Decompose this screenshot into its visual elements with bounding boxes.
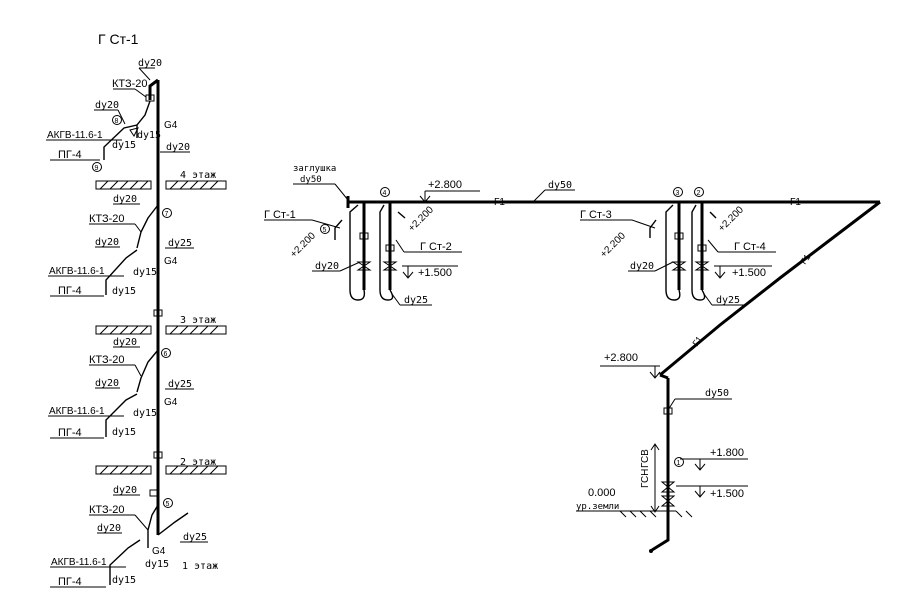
label-kt3-floor3: КТЗ-20 <box>89 213 125 225</box>
pipe-label-dy15-f1b: dy15 <box>112 575 136 586</box>
gas-mark-g1-a: Г1 <box>494 197 505 208</box>
gas-mark-g1-c: Г1 <box>798 252 812 266</box>
riser-pair-st3-st4: 3 2 Г Ст-3 +2.200 +2.200 Г Ст-4 dy20 +1.… <box>580 187 776 306</box>
callout-5-plan: 5 <box>323 227 327 234</box>
pipe-label-dy50-inlet: dy50 <box>705 388 729 399</box>
mark-2200-st2: +2.200 <box>406 204 436 234</box>
callout-7: 7 <box>165 211 169 218</box>
pipe-label-dy15-f1a: dy15 <box>145 559 169 570</box>
callout-4: 4 <box>383 190 387 197</box>
label-plug: заглушка <box>293 164 336 174</box>
label-pg4-floor2: ПГ-4 <box>58 427 82 439</box>
pipe-label-dy20-f4: dy20 <box>95 100 119 111</box>
pipe-label-dy50-header: dy50 <box>548 180 572 191</box>
ground-level: 0.000 ур.земли <box>576 487 693 553</box>
pipe-label-dy15-f2a: dy15 <box>133 408 157 419</box>
pipe-label-dy20-f4b: dy20 <box>166 142 190 153</box>
label-akgv-floor4: АКГВ-11.6-1 <box>47 130 103 141</box>
label-akgv-floor1: АКГВ-11.6-1 <box>51 557 107 568</box>
mark-2200-st3: +2.200 <box>598 230 628 260</box>
pipe-label-dy20-st3: dy20 <box>630 261 654 272</box>
pipe-label-g4-f3: G4 <box>164 256 178 267</box>
label-kt3-floor4: КТЗ-20 <box>112 78 148 90</box>
floor-label-4: 4 этаж <box>180 170 216 181</box>
label-akgv-floor3: АКГВ-11.6-1 <box>49 266 105 277</box>
pipe-label-dy20-top: dy20 <box>138 58 162 69</box>
pipe-label-g4-f1: G4 <box>152 546 166 557</box>
diagonal-supply-pipe <box>659 200 881 377</box>
mark-2800-inlet: +2.800 <box>604 352 638 364</box>
label-kt3-floor2: КТЗ-20 <box>89 354 125 366</box>
pipe-label-dy20-f2a: dy20 <box>113 337 137 348</box>
pipe-label-dy25-st4: dy25 <box>716 295 740 306</box>
callout-5-left: 5 <box>166 501 170 508</box>
pipe-label-dy15-f3b: dy15 <box>112 286 136 297</box>
riser-title: Г Ст-1 <box>98 31 139 47</box>
pipe-label-dy15-f2b: dy15 <box>112 427 136 438</box>
label-riser-st1: Г Ст-1 <box>264 209 296 221</box>
callout-9: 9 <box>95 165 99 172</box>
label-plug-dy50: dy50 <box>300 175 322 185</box>
pipe-label-dy20-f3a: dy20 <box>113 194 137 205</box>
mark-1800: +1.800 <box>710 447 744 459</box>
apartment-group-floor4: КТЗ-20 dy20 dy15 dy15 G4 dy20 АКГВ-11.6-… <box>46 78 190 172</box>
floor-slab-4 <box>95 180 227 190</box>
label-pg4-floor4: ПГ-4 <box>58 149 82 161</box>
floor-label-3: 3 этаж <box>180 315 216 326</box>
pipe-label-dy20-f2b: dy20 <box>95 378 119 389</box>
pipe-label-g4-f4: G4 <box>164 120 178 131</box>
mark-2200-st4: +2.200 <box>716 204 746 234</box>
gas-mark-g1-d: Г1 <box>690 334 704 348</box>
apartment-group-floor2: 6 dy20 КТЗ-20 dy20 dy25 G4 АКГВ-11.6-1 d… <box>48 337 194 459</box>
inlet-valve-assembly: 1 ГСН ГСВ +1.800 +1.500 <box>640 443 748 513</box>
label-gsn: ГСН <box>640 469 651 488</box>
apartment-group-floor3: 7 dy20 КТЗ-20 dy20 dy25 G4 АКГВ-11.6-1 d… <box>48 194 194 317</box>
pipe-label-dy20-f3b: dy20 <box>95 237 119 248</box>
mark-zero: 0.000 <box>588 487 616 499</box>
apartment-group-floor1: dy20 5 КТЗ-20 dy20 dy25 G4 dy15 АКГВ-11.… <box>50 485 208 588</box>
riser-pair-st1-st2: 4 Г Ст-1 5 +2.200 +2.200 Г Ст-2 dy20 +1.… <box>264 187 462 306</box>
pipe-label-dy25-f3: dy25 <box>168 238 192 249</box>
pipe-label-dy20-f1a: dy20 <box>113 485 137 496</box>
label-gsv: ГСВ <box>640 449 651 468</box>
floor-label-1: 1 этаж <box>182 561 218 572</box>
label-kt3-floor1: КТЗ-20 <box>89 504 125 516</box>
callout-2: 2 <box>697 190 701 197</box>
label-akgv-floor2: АКГВ-11.6-1 <box>49 406 105 417</box>
label-riser-st3: Г Ст-3 <box>580 209 612 221</box>
floor-slab-3 <box>95 325 227 335</box>
pipe-label-dy20-st1: dy20 <box>315 261 339 272</box>
mark-1500-st2: +1.500 <box>418 267 452 279</box>
pipe-label-dy15-f4a: dy15 <box>112 140 136 151</box>
label-pg4-floor1: ПГ-4 <box>58 576 82 588</box>
mark-1500-st4: +1.500 <box>732 267 766 279</box>
label-ground-level: ур.земли <box>576 502 619 512</box>
label-pg4-floor3: ПГ-4 <box>58 285 82 297</box>
label-riser-st4: Г Ст-4 <box>734 241 766 253</box>
pipe-label-dy25-st: dy25 <box>404 295 428 306</box>
pipe-label-dy25-f1: dy25 <box>183 532 207 543</box>
floor-slab-2 <box>95 465 227 475</box>
mark-2200-st1: +2.200 <box>288 230 318 260</box>
callout-1: 1 <box>677 460 681 467</box>
pipe-label-dy25-f2: dy25 <box>168 379 192 390</box>
pipe-label-dy20-f1b: dy20 <box>97 523 121 534</box>
mark-2800-top: +2.800 <box>428 179 462 191</box>
callout-3: 3 <box>676 190 680 197</box>
label-riser-st2: Г Ст-2 <box>420 241 452 253</box>
mark-1500-inlet: +1.500 <box>710 488 744 500</box>
callout-8: 8 <box>115 118 119 125</box>
pipe-label-g4-f2: G4 <box>164 397 178 408</box>
floor-label-2: 2 этаж <box>180 457 216 468</box>
pipe-label-dy15-f4b: dy15 <box>137 130 161 141</box>
callout-6: 6 <box>164 351 168 358</box>
pipe-label-dy15-f3a: dy15 <box>133 267 157 278</box>
gas-mark-g1-b: Г1 <box>790 197 801 208</box>
